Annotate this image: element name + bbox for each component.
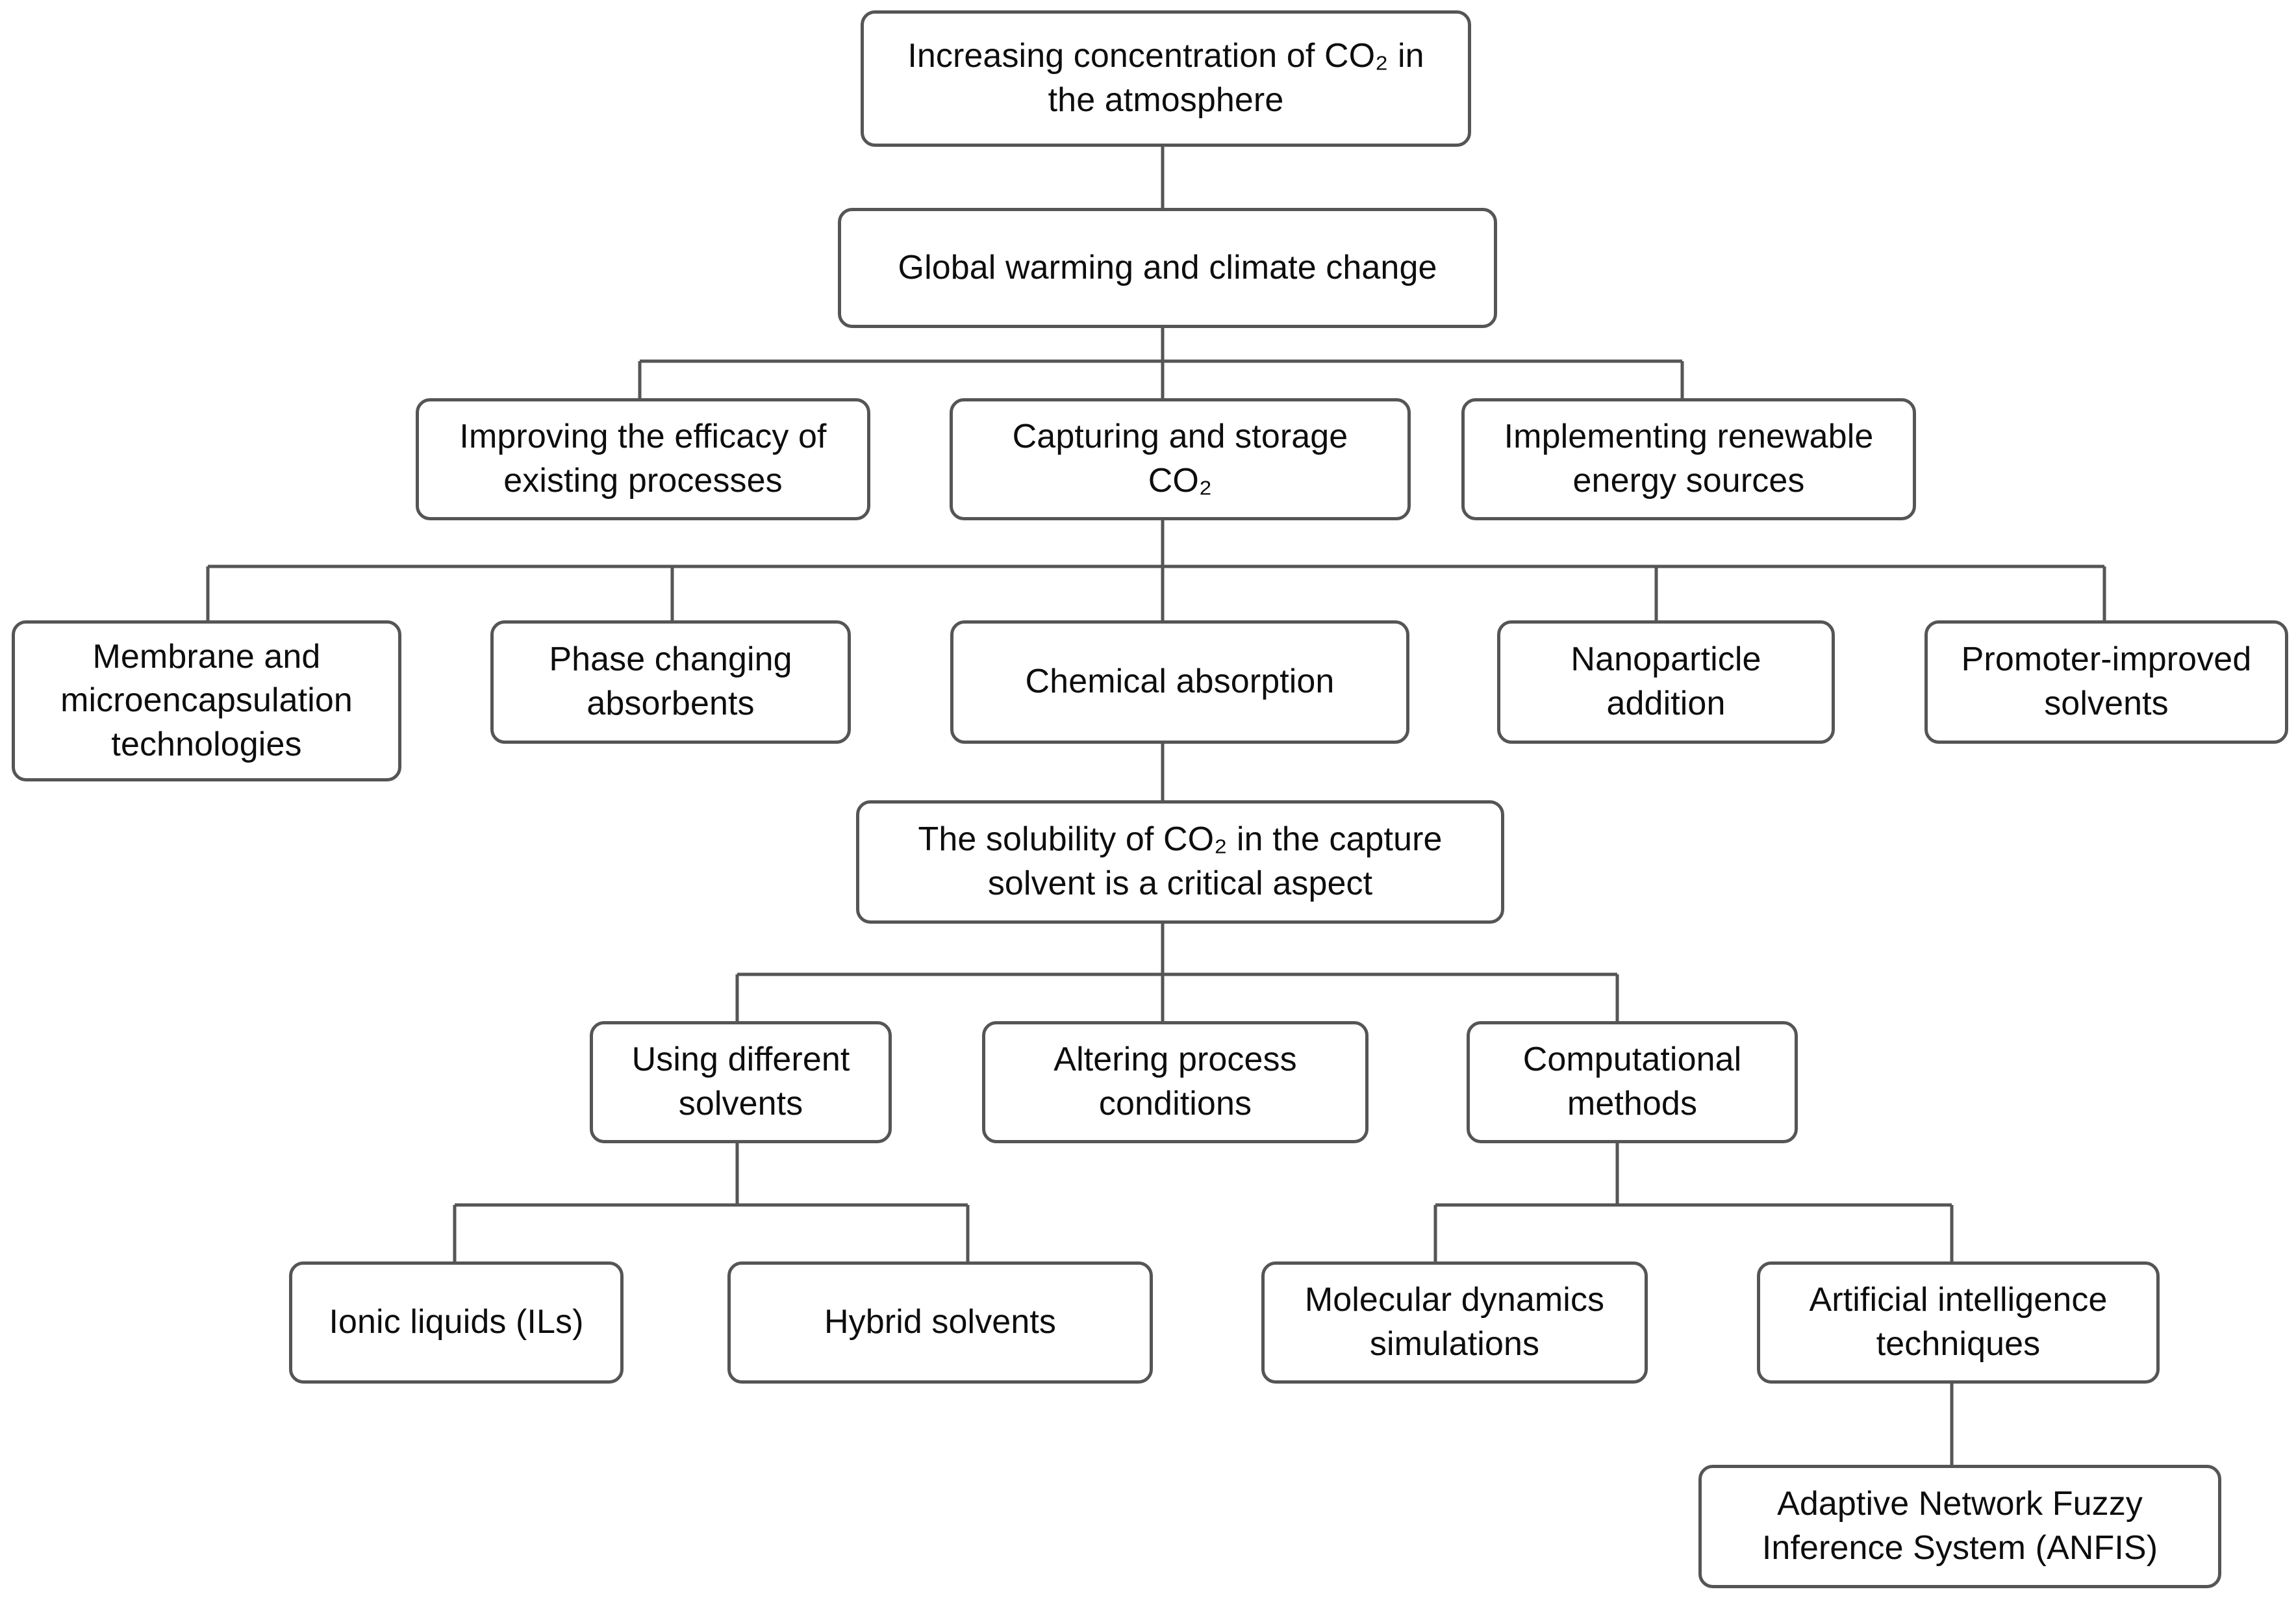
- node-label: Implementing renewable energy sources: [1504, 418, 1874, 500]
- node-molecular-dynamics[interactable]: Molecular dynamics simulations: [1261, 1261, 1648, 1384]
- node-label: Chemical absorption: [1025, 663, 1335, 701]
- node-anfis[interactable]: Adaptive Network Fuzzy Inference System …: [1698, 1465, 2221, 1588]
- node-co2-concentration[interactable]: Increasing concentration of CO₂ in the a…: [861, 10, 1471, 147]
- node-label: Artificial intelligence techniques: [1809, 1281, 2108, 1363]
- node-label: Ionic liquids (ILs): [329, 1303, 584, 1341]
- node-global-warming[interactable]: Global warming and climate change: [838, 208, 1497, 328]
- node-label: Improving the efficacy of existing proce…: [459, 418, 827, 500]
- node-using-different-solvents[interactable]: Using different solvents: [590, 1021, 892, 1143]
- node-label: Global warming and climate change: [898, 248, 1437, 286]
- node-renewable-energy[interactable]: Implementing renewable energy sources: [1461, 398, 1916, 520]
- node-label: Phase changing absorbents: [549, 640, 792, 722]
- node-hybrid-solvents[interactable]: Hybrid solvents: [727, 1261, 1153, 1384]
- node-label: Hybrid solvents: [824, 1303, 1056, 1341]
- node-label: Nanoparticle addition: [1571, 640, 1761, 722]
- node-membrane-microencapsulation[interactable]: Membrane and microencapsulation technolo…: [12, 620, 401, 781]
- node-label: The solubility of CO₂ in the capture sol…: [918, 820, 1443, 902]
- node-promoter-improved-solvents[interactable]: Promoter-improved solvents: [1924, 620, 2288, 744]
- node-label: Molecular dynamics simulations: [1304, 1281, 1605, 1363]
- node-label: Altering process conditions: [1053, 1041, 1297, 1122]
- node-label: Increasing concentration of CO₂ in the a…: [907, 37, 1424, 119]
- node-phase-changing-absorbents[interactable]: Phase changing absorbents: [490, 620, 851, 744]
- node-label: Computational methods: [1522, 1041, 1742, 1122]
- node-computational-methods[interactable]: Computational methods: [1467, 1021, 1798, 1143]
- node-improving-efficacy[interactable]: Improving the efficacy of existing proce…: [416, 398, 870, 520]
- node-label: Adaptive Network Fuzzy Inference System …: [1761, 1485, 2158, 1567]
- node-label: Using different solvents: [631, 1041, 850, 1122]
- node-nanoparticle-addition[interactable]: Nanoparticle addition: [1497, 620, 1835, 744]
- node-solubility-critical[interactable]: The solubility of CO₂ in the capture sol…: [856, 800, 1504, 924]
- node-ionic-liquids[interactable]: Ionic liquids (ILs): [289, 1261, 624, 1384]
- node-chemical-absorption[interactable]: Chemical absorption: [950, 620, 1409, 744]
- node-capturing-storage[interactable]: Capturing and storage CO₂: [950, 398, 1411, 520]
- node-label: Membrane and microencapsulation technolo…: [60, 637, 353, 763]
- node-label: Capturing and storage CO₂: [1012, 418, 1348, 500]
- node-label: Promoter-improved solvents: [1961, 640, 2252, 722]
- node-artificial-intelligence[interactable]: Artificial intelligence techniques: [1757, 1261, 2160, 1384]
- node-altering-process-conditions[interactable]: Altering process conditions: [982, 1021, 1369, 1143]
